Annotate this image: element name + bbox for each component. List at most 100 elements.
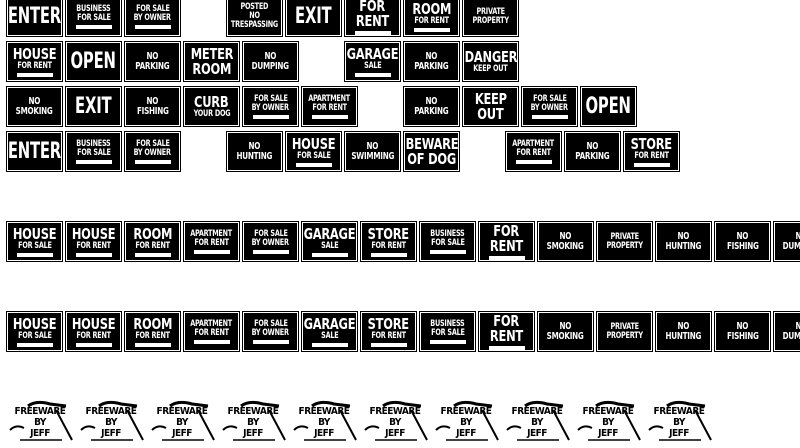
freeware-text: FREEWARE xyxy=(511,406,563,417)
sign-text: NO xyxy=(586,140,599,152)
freeware-text: BY xyxy=(673,417,685,428)
sign-text: PRIVATE xyxy=(610,321,639,332)
freeware-text: FREEWARE xyxy=(440,406,492,417)
sign-face: ENTER xyxy=(8,133,61,170)
sign-text: EXIT xyxy=(75,93,112,119)
freeware-text: JEFF xyxy=(669,428,689,439)
sign-text: NO xyxy=(425,50,438,62)
sign-text: FOR SALE xyxy=(135,3,170,14)
sign-text: FOR RENT xyxy=(194,237,229,248)
freeware-text: JEFF xyxy=(527,428,547,439)
sign-text: BEWARE xyxy=(405,134,458,153)
sign-text: SMOKING xyxy=(547,330,584,342)
sign-text: FOR xyxy=(493,313,520,330)
sign-text: SMOKING xyxy=(16,105,53,117)
sign-text: POSTED xyxy=(240,2,269,12)
sign-text: BY OWNER xyxy=(530,102,569,113)
sign-text: NO xyxy=(796,231,800,242)
sign-text: FOR RENT xyxy=(135,240,170,251)
sign-face: OPEN xyxy=(582,88,635,125)
sign-text: NO xyxy=(28,95,41,107)
sign-text: PARKING xyxy=(135,60,170,72)
sign-blank-bar xyxy=(75,24,112,29)
freeware-logo-art-icon xyxy=(506,400,570,441)
sign-enter: ENTER xyxy=(6,0,63,37)
sign-text: BY OWNER xyxy=(251,327,290,338)
sign-text: APARTMENT xyxy=(512,138,555,149)
sign-text: OPEN xyxy=(585,93,632,119)
sign-text: ROOM xyxy=(133,314,172,333)
freeware-text: JEFF xyxy=(172,428,192,439)
sign-text: BY OWNER xyxy=(251,102,290,113)
sign-blank-bar xyxy=(488,345,525,350)
sign-blank-bar xyxy=(311,252,348,257)
sign-text: HOUSE xyxy=(12,44,57,63)
sign-text: PROPERTY xyxy=(606,330,643,341)
freeware-text: BY xyxy=(176,417,188,428)
sign-text: STORE xyxy=(367,314,410,333)
sign-text: FOR SALE xyxy=(253,318,288,329)
freeware-text: FREEWARE xyxy=(156,406,208,417)
freeware-text: BY xyxy=(34,417,46,428)
sign-text: NO xyxy=(559,230,572,242)
sign-text: NO xyxy=(796,321,800,332)
sign-text: PARKING xyxy=(414,105,449,117)
sign-text: OUT xyxy=(477,104,504,123)
sign-text: PARKING xyxy=(414,60,449,72)
sign-text: PRIVATE xyxy=(610,231,639,242)
freeware-text: BY xyxy=(460,417,472,428)
sign-text: BUSINESS xyxy=(430,318,465,329)
sign-text: SALE xyxy=(320,330,339,341)
sign-text: NO xyxy=(425,95,438,107)
sign-text: FOR SALE xyxy=(296,150,331,161)
sign-text: SMOKING xyxy=(547,240,584,252)
sign-text: STORE xyxy=(630,134,673,153)
sign-text: FOR RENT xyxy=(414,15,449,26)
freeware-text: BY xyxy=(389,417,401,428)
sign-text: FOR RENT xyxy=(516,147,551,158)
sign-text: HOUSE xyxy=(291,134,336,153)
sign-text: NO xyxy=(736,320,749,332)
sign-text: NO xyxy=(677,230,690,242)
sign-blank-bar xyxy=(488,255,525,260)
sign-blank-bar xyxy=(16,72,53,77)
